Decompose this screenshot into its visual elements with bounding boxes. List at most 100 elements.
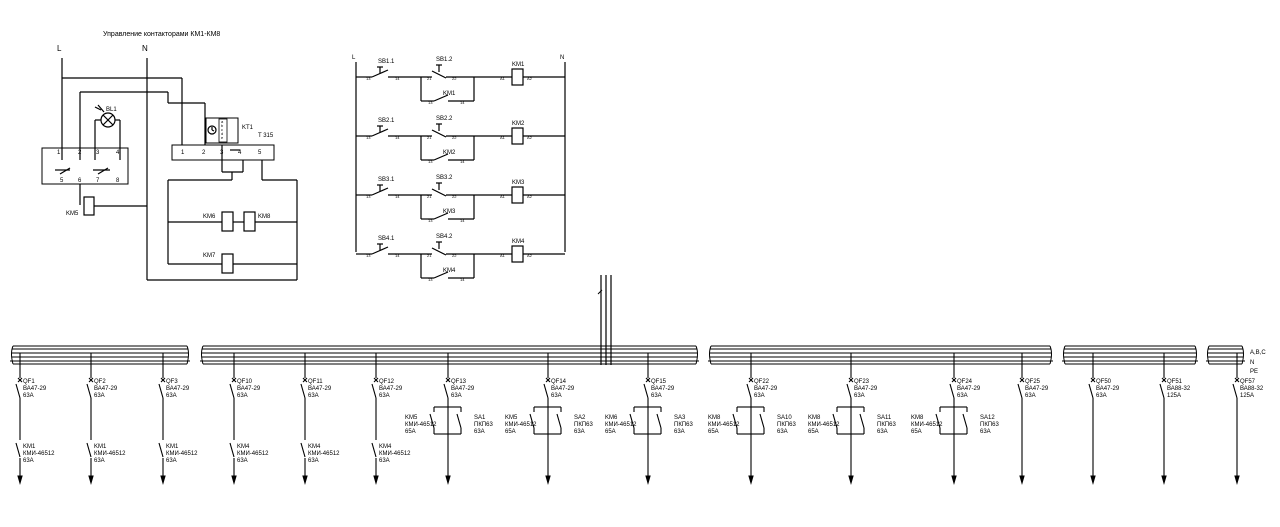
contactor-rating: 63A xyxy=(379,458,390,464)
svg-text:13: 13 xyxy=(428,277,433,282)
svg-text:14: 14 xyxy=(460,159,465,164)
output-arrow xyxy=(951,475,957,486)
hold-contact xyxy=(433,153,449,161)
breaker-label: QF57 xyxy=(1240,379,1256,385)
breaker-contact xyxy=(300,383,306,399)
breaker-label: QF51 xyxy=(1167,379,1183,385)
stop-button-contact xyxy=(431,247,447,256)
svg-text:7: 7 xyxy=(96,178,100,184)
start-button-label: SB3.1 xyxy=(378,177,395,183)
coil xyxy=(511,245,524,263)
stop-button-contact xyxy=(431,188,447,197)
selector-contact xyxy=(859,413,865,429)
coil xyxy=(511,127,524,145)
selector-rating: 63A xyxy=(674,429,685,435)
coil-label: KM1 xyxy=(512,62,525,68)
breaker-model: ВА47-29 xyxy=(94,386,118,392)
timer-terminal-strip xyxy=(171,144,275,161)
selector-rating: 63A xyxy=(980,429,991,435)
breaker-contact xyxy=(846,383,852,399)
breaker-label: QF50 xyxy=(1096,379,1112,385)
output-arrow xyxy=(231,475,237,486)
selector-label: SA11 xyxy=(877,415,892,421)
contactor-rating: 65A xyxy=(911,429,922,435)
contactor-model: КМИ-46512 xyxy=(808,422,840,428)
contactor-contact xyxy=(429,413,435,429)
output-arrow xyxy=(373,475,379,486)
contactor-rating: 65A xyxy=(808,429,819,435)
output-arrow xyxy=(748,475,754,486)
breaker-model: ВА88-32 xyxy=(1240,386,1264,392)
breaker-model: ВА47-29 xyxy=(957,386,981,392)
selector-contact xyxy=(456,413,462,429)
breaker-label: QF3 xyxy=(166,379,178,385)
svg-text:A1: A1 xyxy=(500,194,506,199)
breaker-model: ВА47-29 xyxy=(551,386,575,392)
coil-km5 xyxy=(83,196,95,216)
contactor-rating: 65A xyxy=(605,429,616,435)
breaker-contact xyxy=(86,383,92,399)
output-arrow xyxy=(1161,475,1167,486)
contactor-label: KM4 xyxy=(237,444,250,450)
breaker-label: QF13 xyxy=(451,379,467,385)
coil-label: KM3 xyxy=(512,180,525,186)
selector-model: ПКП63 xyxy=(474,422,493,428)
svg-text:13: 13 xyxy=(428,100,433,105)
contactor-rating: 65A xyxy=(505,429,516,435)
neutral-n-label: N xyxy=(142,44,148,53)
svg-text:22: 22 xyxy=(452,194,457,199)
contactor-contact xyxy=(629,413,635,429)
breaker-label: QF24 xyxy=(957,379,973,385)
stop-button-contact xyxy=(431,129,447,138)
contactor-model: КМИ-46512 xyxy=(505,422,537,428)
svg-text:22: 22 xyxy=(452,253,457,258)
contactor-rating: 63A xyxy=(237,458,248,464)
svg-text:1: 1 xyxy=(57,150,61,156)
selector-rating: 63A xyxy=(474,429,485,435)
output-arrow xyxy=(1019,475,1025,486)
selector-model: ПКП63 xyxy=(777,422,796,428)
contactor-model: КМИ-46512 xyxy=(23,451,55,457)
contactor-label: KM8 xyxy=(911,415,924,421)
svg-text:13: 13 xyxy=(428,218,433,223)
contactor-label: KM4 xyxy=(379,444,392,450)
contactor-contact xyxy=(371,442,377,458)
contactor-contact xyxy=(15,442,21,458)
selector-label: SA12 xyxy=(980,415,995,421)
contactor-label: KM1 xyxy=(166,444,179,450)
breaker-model: ВА47-29 xyxy=(237,386,261,392)
busbar-segment xyxy=(1062,345,1198,365)
contactor-label: KM5 xyxy=(405,415,418,421)
contactor-contact xyxy=(86,442,92,458)
breaker-label: QF22 xyxy=(754,379,770,385)
breaker-contact xyxy=(158,383,164,399)
busbar-segment xyxy=(708,345,1053,365)
breaker-contact xyxy=(543,383,549,399)
selector-contact xyxy=(759,413,765,429)
output-arrow xyxy=(445,475,451,486)
output-arrow xyxy=(545,475,551,486)
svg-text:1: 1 xyxy=(181,150,185,156)
hold-contact xyxy=(433,212,449,220)
control-neutral-label: N xyxy=(560,55,564,61)
breaker-contact xyxy=(949,383,955,399)
svg-text:A1: A1 xyxy=(500,76,506,81)
stop-button-label: SB2.2 xyxy=(436,116,453,122)
busbar-segment xyxy=(10,345,190,365)
breaker-rating: 63A xyxy=(23,393,34,399)
svg-text:14: 14 xyxy=(460,218,465,223)
contactor-rating: 63A xyxy=(94,458,105,464)
breaker-rating: 63A xyxy=(1025,393,1036,399)
svg-text:21: 21 xyxy=(427,194,432,199)
svg-text:13: 13 xyxy=(366,76,371,81)
